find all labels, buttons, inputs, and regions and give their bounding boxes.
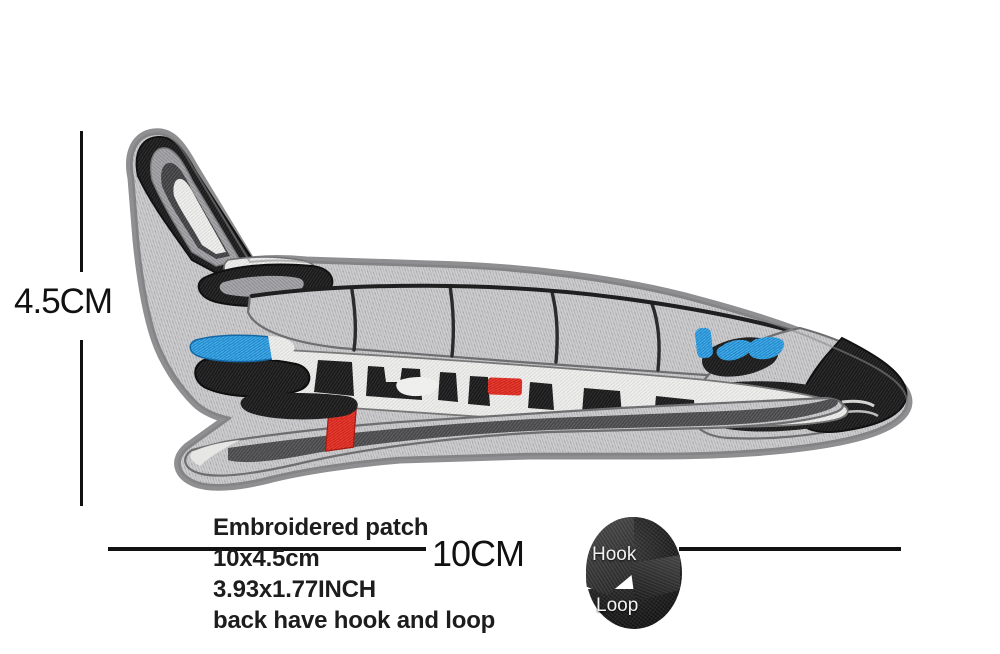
cockpit-window-right	[748, 337, 784, 360]
wing-root-shadow	[240, 393, 358, 420]
hook-label: Hook	[592, 544, 637, 565]
fuselage-red-marker	[487, 377, 523, 396]
vertical-dimension-label: 4.5CM	[14, 282, 113, 321]
panel-line-2	[448, 284, 456, 358]
product-spec-text: Embroidered patch 10x4.5cm 3.93x1.77INCH…	[213, 512, 495, 636]
spec-line-title: Embroidered patch	[213, 514, 429, 541]
spec-line-size-cm: 10x4.5cm	[213, 545, 320, 572]
cockpit-window-mid	[716, 339, 752, 361]
horizontal-ruler-left	[108, 547, 426, 551]
panel-line-1	[350, 288, 358, 352]
cockpit-window-left	[695, 327, 713, 359]
wing-leading-edge	[228, 399, 838, 463]
hook-and-loop-badge: Hook Loop	[578, 511, 686, 635]
panel-line-3	[550, 290, 559, 364]
vertical-ruler-upper	[80, 131, 83, 272]
spec-line-backing: back have hook and loop	[213, 607, 496, 634]
loop-label: Loop	[596, 595, 639, 616]
horizontal-dimension-label: 10CM	[432, 533, 525, 574]
vertical-ruler-lower	[80, 340, 83, 506]
panel-line-4	[650, 302, 661, 372]
spec-line-size-inch: 3.93x1.77INCH	[213, 576, 376, 603]
embroidered-patch-image	[100, 110, 930, 500]
shuttle-delta-wing	[184, 396, 844, 477]
horizontal-ruler-right	[679, 547, 901, 551]
shuttle-rear-engines	[189, 334, 311, 398]
